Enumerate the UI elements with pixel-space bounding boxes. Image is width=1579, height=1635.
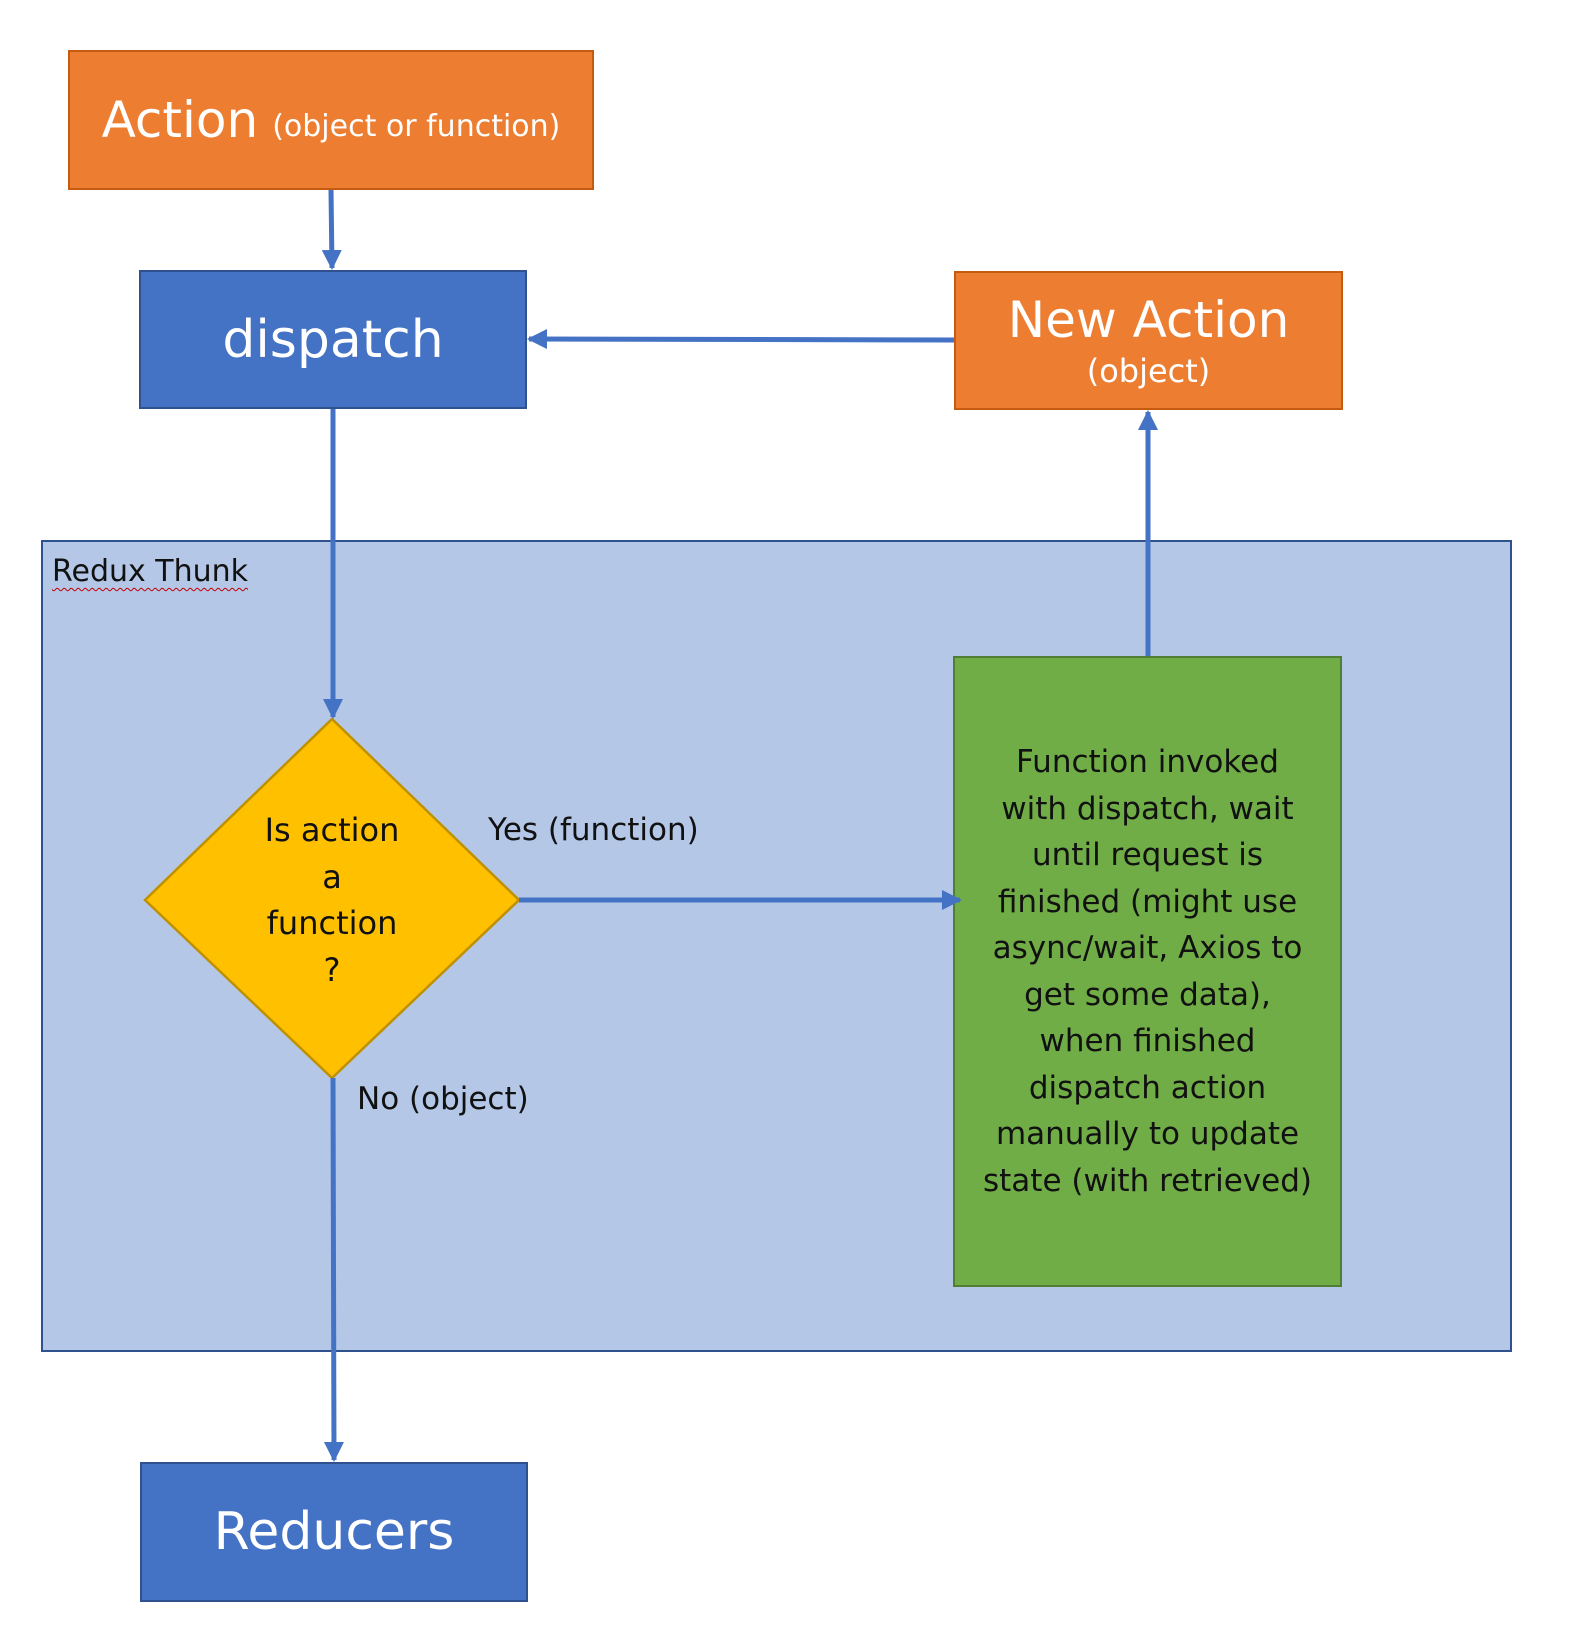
arrow-action-to-dispatch bbox=[321, 189, 342, 270]
decision-line: ? bbox=[323, 950, 341, 989]
redux-thunk-label-text: Redux Thunk bbox=[52, 554, 249, 589]
thunk-line: until request is bbox=[1032, 837, 1263, 873]
thunk-line: dispatch action bbox=[1028, 1069, 1267, 1106]
action-title: Action bbox=[101, 91, 259, 149]
dispatch-box: dispatch bbox=[139, 270, 527, 409]
decision-line: Is action bbox=[264, 811, 400, 849]
thunk-line: finished (might use bbox=[997, 883, 1298, 920]
redux-thunk-label: Redux Thunk bbox=[52, 554, 248, 589]
reducers-label: Reducers bbox=[213, 1502, 455, 1562]
reducers-box: Reducers bbox=[140, 1462, 528, 1602]
thunk-line: manually to update bbox=[995, 1116, 1300, 1152]
new-action-title: New Action bbox=[1007, 290, 1290, 349]
arrow-new-action-to-dispatch bbox=[527, 329, 955, 350]
arrow-no-to-reducers bbox=[323, 1077, 344, 1462]
decision-line: function bbox=[266, 904, 398, 942]
action-subtitle: (object or function) bbox=[272, 108, 561, 144]
thunk-line: when finished bbox=[1039, 1023, 1256, 1059]
thunk-line: async/wait, Axios to bbox=[992, 930, 1303, 966]
new-action-box: New Action (object) bbox=[954, 271, 1343, 410]
yes-label: Yes (function) bbox=[488, 812, 699, 848]
dispatch-label: dispatch bbox=[222, 309, 444, 370]
no-label: No (object) bbox=[357, 1081, 529, 1117]
thunk-line: state (with retrieved) bbox=[982, 1162, 1312, 1199]
thunk-line: Function invoked bbox=[1016, 744, 1279, 780]
decision-diamond bbox=[143, 717, 521, 1080]
action-box: Action (object or function) bbox=[68, 50, 594, 190]
thunk-line: with dispatch, wait bbox=[1001, 790, 1294, 827]
decision-text: Is action a function ? bbox=[232, 800, 432, 1000]
thunk-line: get some data), bbox=[1024, 976, 1271, 1013]
decision-line: a bbox=[322, 857, 342, 896]
thunk-function-box: Function invoked with dispatch, wait unt… bbox=[953, 656, 1342, 1287]
new-action-subtitle: (object) bbox=[1086, 351, 1211, 390]
